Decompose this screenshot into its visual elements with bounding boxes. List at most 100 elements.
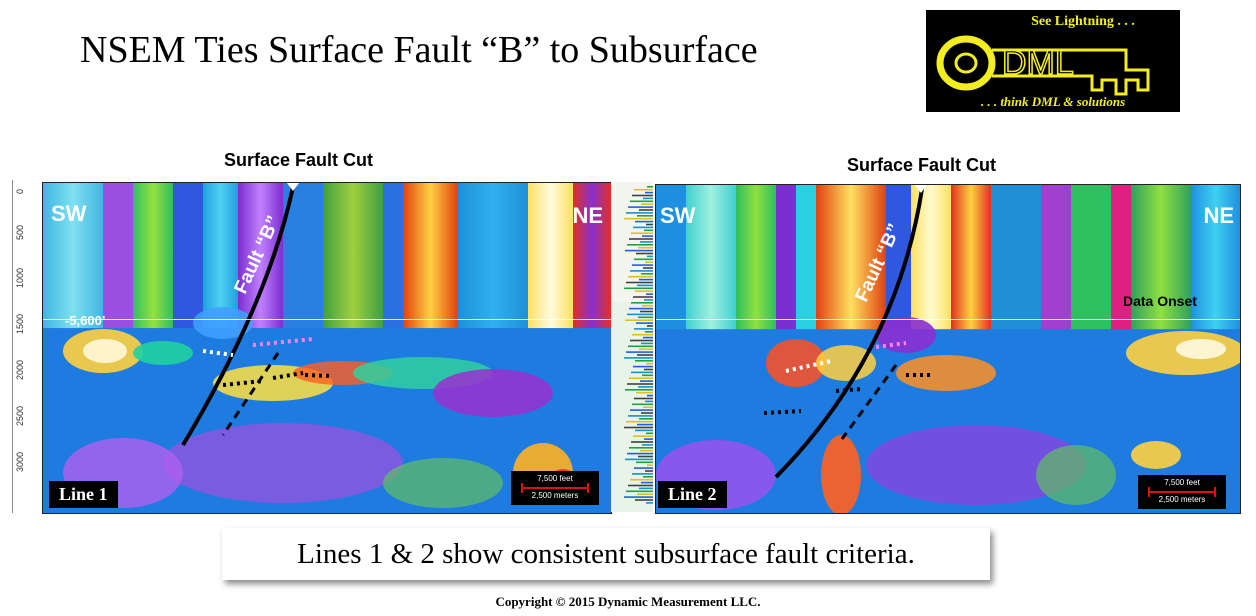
log-sample bbox=[636, 252, 653, 255]
log-sample bbox=[634, 328, 653, 330]
resistivity-anomaly bbox=[1131, 441, 1181, 469]
resistivity-column bbox=[1111, 185, 1131, 330]
log-sample bbox=[626, 420, 653, 423]
panel1-heading: Surface Fault Cut bbox=[224, 150, 374, 170]
scale-bar-line bbox=[521, 483, 589, 493]
page-title: NSEM Ties Surface Fault “B” to Subsurfac… bbox=[80, 29, 758, 71]
log-sample bbox=[636, 461, 653, 464]
log-sample bbox=[646, 432, 653, 435]
line1-label: Line 1 bbox=[49, 481, 118, 508]
horizon-marker bbox=[202, 349, 234, 357]
depth-marker-line bbox=[43, 319, 611, 320]
resistivity-anomaly bbox=[821, 435, 861, 513]
log-sample bbox=[635, 220, 653, 223]
log-sample bbox=[625, 389, 653, 391]
resistivity-anomaly bbox=[766, 339, 826, 387]
log-sample bbox=[636, 391, 653, 394]
log-sample bbox=[642, 444, 653, 446]
resistivity-anomaly bbox=[83, 339, 127, 363]
panel2-heading: Surface Fault Cut bbox=[847, 155, 997, 175]
panel2-ne-label: NE bbox=[1203, 203, 1234, 228]
log-sample bbox=[624, 217, 653, 220]
resistivity-column bbox=[458, 183, 528, 329]
log-sample bbox=[625, 319, 653, 321]
log-sample bbox=[626, 490, 653, 493]
logo-tagline-top: See Lightning . . . bbox=[1031, 14, 1135, 29]
copyright-text: Copyright © 2015 Dynamic Measurement LLC… bbox=[495, 594, 761, 609]
log-sample bbox=[626, 351, 653, 353]
log-sample bbox=[647, 394, 653, 397]
log-sample bbox=[641, 481, 653, 484]
line2-section: Fault “B” SW NE Data Onset Line 2 7,500 … bbox=[655, 184, 1241, 514]
log-sample bbox=[641, 342, 653, 345]
log-sample bbox=[625, 458, 653, 461]
log-sample bbox=[633, 296, 653, 298]
log-sample bbox=[639, 278, 653, 281]
log-sample bbox=[645, 470, 653, 472]
log-sample bbox=[630, 200, 653, 203]
log-sample bbox=[634, 467, 653, 469]
log-sample bbox=[637, 354, 653, 356]
depth-marker-label: -5,600’ bbox=[65, 313, 106, 328]
log-sample bbox=[633, 435, 653, 437]
panel1-sw-label: SW bbox=[51, 201, 87, 226]
depth-tick: 500 bbox=[15, 224, 25, 240]
log-sample bbox=[644, 368, 653, 371]
surface-cut-marker bbox=[915, 185, 927, 193]
log-sample bbox=[635, 429, 653, 432]
log-sample bbox=[643, 197, 653, 200]
log-sample bbox=[644, 229, 653, 232]
resistivity-column bbox=[776, 185, 796, 330]
log-sample bbox=[633, 226, 653, 229]
line1-resistivity-image: Fault “B” bbox=[43, 183, 611, 513]
log-sample bbox=[647, 255, 653, 258]
log-sample bbox=[634, 258, 653, 261]
log-sample bbox=[635, 499, 653, 501]
log-sample bbox=[630, 339, 653, 342]
resistivity-column bbox=[686, 185, 736, 330]
horizon-marker bbox=[785, 359, 832, 373]
log-sample bbox=[644, 299, 653, 301]
log-sample bbox=[635, 360, 653, 362]
log-sample bbox=[631, 232, 653, 234]
log-sample bbox=[624, 287, 653, 290]
log-sample bbox=[647, 464, 653, 466]
log-sample bbox=[631, 441, 653, 443]
log-sample bbox=[630, 478, 653, 481]
log-sample bbox=[641, 273, 653, 275]
log-sample bbox=[645, 191, 653, 194]
fault-trace bbox=[181, 186, 295, 447]
resistivity-column bbox=[951, 185, 991, 330]
log-sample bbox=[642, 235, 653, 237]
log-sample bbox=[632, 264, 653, 266]
resistivity-column bbox=[43, 183, 103, 329]
horizon-marker bbox=[304, 373, 334, 378]
log-sample bbox=[632, 473, 653, 475]
log-sample bbox=[632, 194, 653, 197]
log-sample bbox=[629, 307, 653, 310]
log-sample bbox=[627, 244, 653, 246]
key-icon: DML bbox=[936, 35, 1150, 96]
log-sample bbox=[627, 452, 653, 455]
resistivity-anomaly bbox=[896, 355, 996, 391]
dml-logo: DML See Lightning . . . . . . think DML … bbox=[926, 10, 1180, 112]
horizon-marker bbox=[272, 371, 304, 380]
panel1-ne-label: NE bbox=[572, 203, 603, 228]
log-sample bbox=[639, 348, 653, 350]
log-sample bbox=[629, 447, 653, 449]
log-sample bbox=[625, 249, 653, 252]
resistivity-column bbox=[656, 185, 686, 330]
resistivity-column bbox=[403, 183, 458, 329]
log-sample bbox=[647, 186, 653, 188]
scale-meters: 2,500 meters bbox=[1158, 495, 1206, 504]
horizon-marker bbox=[763, 409, 802, 415]
log-sample bbox=[645, 400, 653, 403]
depth-marker-line bbox=[656, 319, 1240, 320]
resistivity-anomaly bbox=[1176, 339, 1226, 359]
resistivity-column bbox=[1041, 185, 1071, 330]
scale-bar-line bbox=[1148, 487, 1216, 497]
log-sample bbox=[628, 415, 653, 417]
resistivity-column bbox=[133, 183, 173, 329]
line1-section: Fault “B” SW NE -5,600’ Line 1 7,500 fee… bbox=[42, 182, 612, 514]
log-sample bbox=[630, 409, 653, 411]
